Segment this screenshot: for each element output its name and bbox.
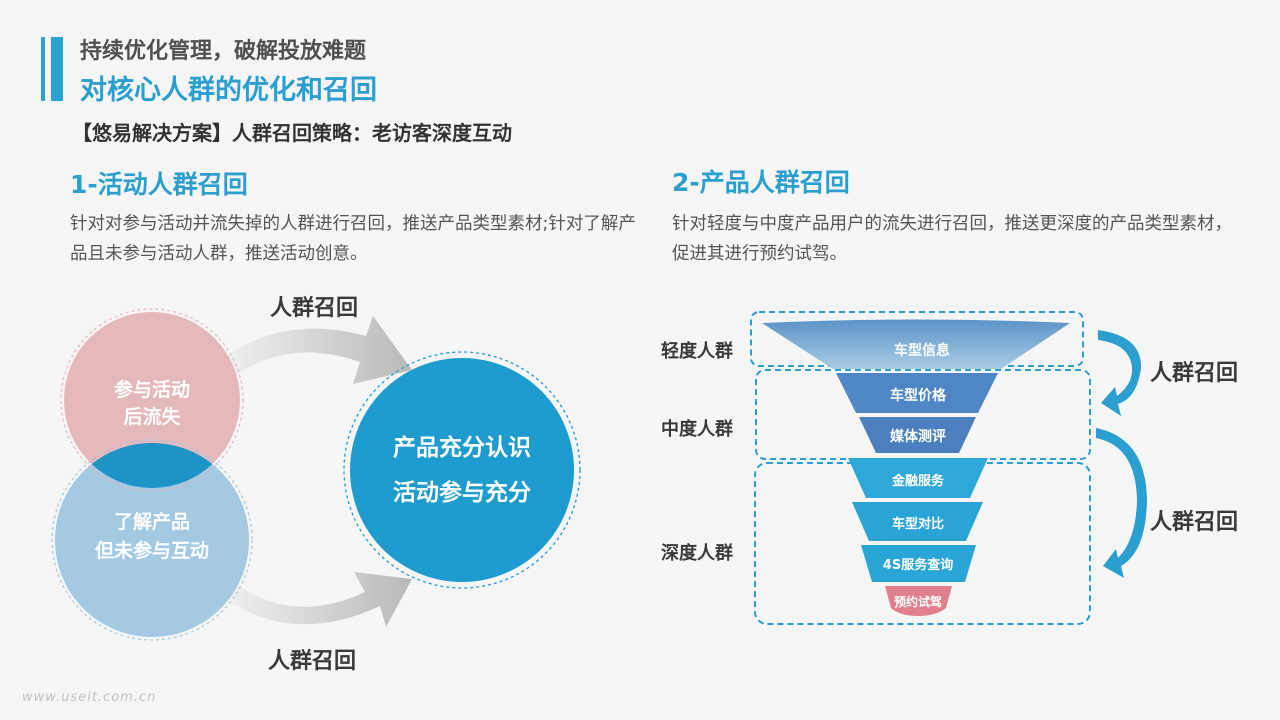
left-section-title: 1-活动人群召回 xyxy=(70,170,248,199)
funnel-stage-media-review xyxy=(859,417,976,453)
stage-label-finance: 金融服务 xyxy=(891,473,945,489)
group-label-medium: 中度人群 xyxy=(661,418,733,440)
circle-bottom-line1: 了解产品 xyxy=(114,510,190,533)
page-title: 对核心人群的优化和召回 xyxy=(80,75,377,106)
stage-label-compare: 车型对比 xyxy=(892,516,944,532)
funnel-arrow-label-2: 人群召回 xyxy=(1150,509,1238,535)
circle-bottom-line2: 但未参与互动 xyxy=(95,539,209,562)
accent-bar-thick xyxy=(51,37,63,101)
funnel-stage-car-price xyxy=(836,373,998,413)
recall-arrow-top xyxy=(224,316,412,384)
circle-lost-after-activity xyxy=(64,312,240,488)
circle-target xyxy=(350,358,574,582)
recall-curve-arrow-2 xyxy=(1096,428,1147,578)
arrow-label-bottom: 人群召回 xyxy=(268,648,356,674)
stage-label-test-drive: 预约试驾 xyxy=(894,594,942,609)
page-kicker: 持续优化管理，破解投放难题 xyxy=(80,39,367,64)
funnel-arrow-label-1: 人群召回 xyxy=(1150,360,1238,386)
circle-target-line1: 产品充分认识 xyxy=(393,434,531,461)
group-label-deep: 深度人群 xyxy=(661,542,733,564)
circle-aware-not-engaged xyxy=(55,443,249,637)
recall-curve-arrow-1 xyxy=(1098,330,1142,416)
circle-target-outline xyxy=(343,351,581,589)
circle-bottom-outline xyxy=(51,439,253,641)
stage-label-car-info: 车型信息 xyxy=(894,342,950,359)
stage-label-car-price: 车型价格 xyxy=(890,387,947,404)
group-label-light: 轻度人群 xyxy=(661,340,733,362)
funnel-stage-compare-body xyxy=(852,502,983,541)
watermark: www.useit.com.cn xyxy=(22,690,157,705)
funnel-stage-test-drive-body xyxy=(885,586,952,616)
funnel-stage-4s-body xyxy=(861,545,976,582)
circle-top-outline xyxy=(60,308,244,492)
accent-bar-thin xyxy=(41,37,45,101)
stage-label-media-review: 媒体测评 xyxy=(889,428,946,445)
stage-label-4s-service: 4S服务查询 xyxy=(883,557,953,573)
circle-top-line1: 参与活动 xyxy=(114,378,190,401)
funnel-stage-car-info xyxy=(762,319,1070,369)
right-section-description: 针对轻度与中度产品用户的流失进行召回，推送更深度的产品类型素材，促进其进行预约试… xyxy=(672,214,1232,264)
left-section-description: 针对对参与活动并流失掉的人群进行召回，推送产品类型素材;针对了解产品且未参与活动… xyxy=(70,214,636,264)
circle-top-line2: 后流失 xyxy=(123,405,181,428)
recall-arrow-bottom xyxy=(224,572,412,627)
recall-funnel-diagram: 车型信息 车型价格 媒体测评 金融服务 车型对比 4S服务查询 预约试驾 轻度人… xyxy=(661,311,1238,625)
circle-target-line2: 活动参与充分 xyxy=(393,479,531,506)
right-section-title: 2-产品人群召回 xyxy=(672,168,850,197)
page-subtitle: 【悠易解决方案】人群召回策略：老访客深度互动 xyxy=(72,121,512,145)
recall-circles-diagram: 参与活动 后流失 了解产品 但未参与互动 产品充分认识 活动参与充分 人群召回 … xyxy=(51,295,581,674)
arrow-label-top: 人群召回 xyxy=(270,295,358,321)
funnel-stage-finance-body xyxy=(848,458,988,498)
